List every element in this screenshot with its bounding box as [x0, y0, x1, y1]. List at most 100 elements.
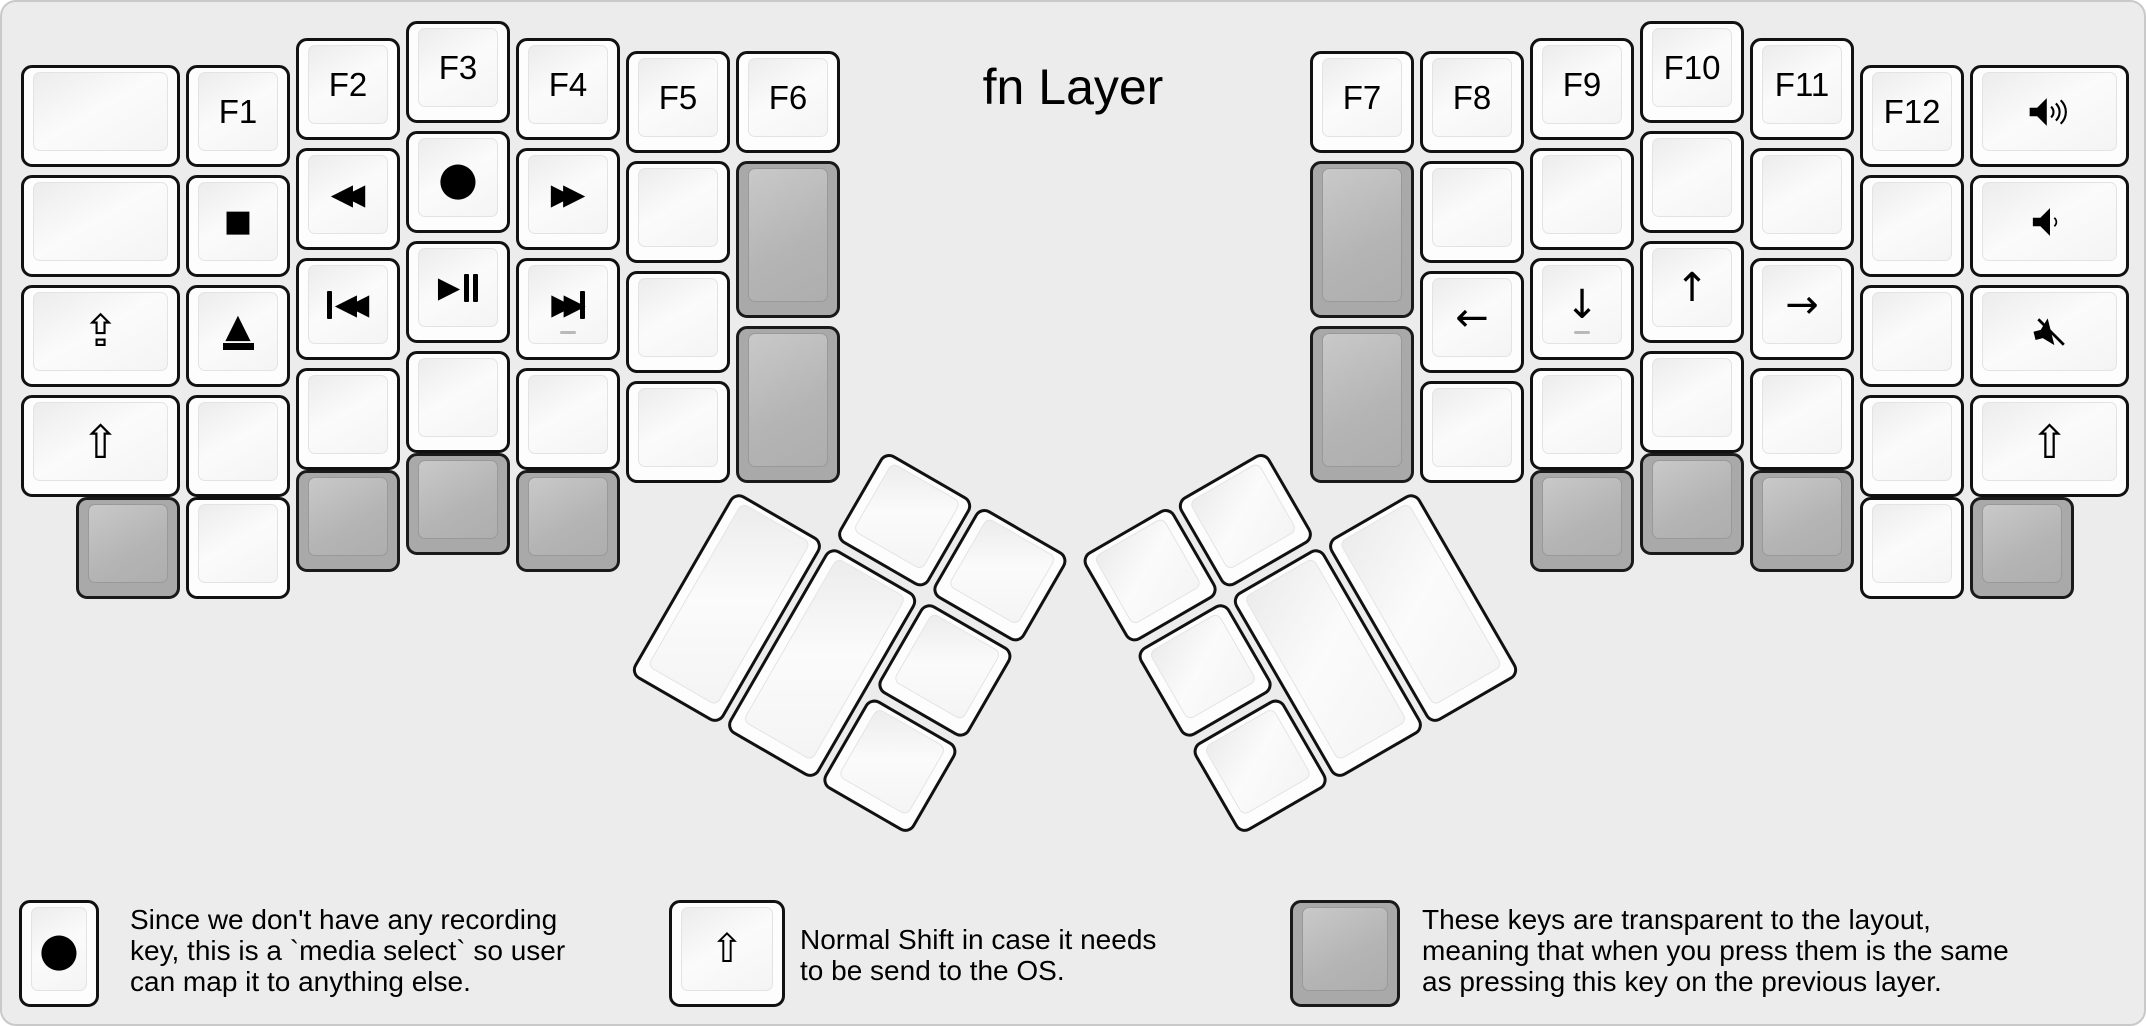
legend-transparent-text: These keys are transparent to the layout…	[1422, 904, 2009, 997]
key-mute[interactable]	[1970, 285, 2129, 387]
key-label: F6	[768, 78, 808, 116]
key-blank[interactable]	[1640, 131, 1744, 233]
key-right[interactable]: →	[1750, 258, 1854, 360]
key-label: F8	[1452, 78, 1492, 116]
volume-up-icon	[2029, 97, 2067, 126]
key-left[interactable]: ←	[1420, 271, 1524, 373]
layer-title: fn Layer	[982, 59, 1164, 115]
key-blank[interactable]	[626, 161, 730, 263]
arrow-up-icon: ↑	[1675, 264, 1709, 311]
key-transparent[interactable]	[1640, 453, 1744, 555]
key-record[interactable]: ●	[406, 131, 510, 233]
key-transparent[interactable]	[516, 470, 620, 572]
key-caps[interactable]: ⇪	[21, 285, 180, 387]
shift-icon: ⇧	[2030, 414, 2069, 469]
key-stop[interactable]: ■	[186, 175, 290, 277]
key-playpause[interactable]: ▶	[406, 241, 510, 343]
homing-bar	[1574, 331, 1590, 334]
key-blank[interactable]	[406, 351, 510, 453]
next-track-icon: ▶▶	[551, 290, 586, 319]
volume-down-icon	[2032, 207, 2057, 236]
arrow-right-icon: →	[1785, 281, 1819, 328]
key-ffwd[interactable]: ▶▶	[516, 148, 620, 250]
legend-record: ● Since we don't have any recording key,…	[19, 900, 565, 1007]
key-blank[interactable]	[21, 65, 180, 167]
key-transparent[interactable]	[1530, 470, 1634, 572]
key-eject[interactable]: ▲	[186, 285, 290, 387]
key-label: F2	[328, 65, 368, 103]
key-transparent[interactable]	[296, 470, 400, 572]
key-f3[interactable]: F3	[406, 21, 510, 123]
previous-track-icon: ◀◀	[326, 290, 370, 319]
shift-icon: ⇧	[710, 926, 744, 972]
eject-icon: ▲	[222, 309, 254, 350]
key-transparent[interactable]	[406, 453, 510, 555]
key-f9[interactable]: F9	[1530, 38, 1634, 140]
key-transparent[interactable]	[736, 326, 840, 483]
key-blank[interactable]	[1860, 497, 1964, 599]
legend-transparent: These keys are transparent to the layout…	[1290, 900, 2009, 1007]
arrow-left-icon: ←	[1455, 294, 1489, 341]
key-blank[interactable]	[1860, 175, 1964, 277]
key-down[interactable]: ↓	[1530, 258, 1634, 360]
key-transparent[interactable]	[1310, 161, 1414, 318]
key-shift[interactable]: ⇧	[21, 395, 180, 497]
key-f11[interactable]: F11	[1750, 38, 1854, 140]
key-blank[interactable]	[1530, 368, 1634, 470]
legend-record-text: Since we don't have any recording key, t…	[130, 904, 566, 997]
arrow-down-icon: ↓	[1565, 281, 1599, 328]
key-blank[interactable]	[516, 368, 620, 470]
key-blank[interactable]	[21, 175, 180, 277]
key-blank[interactable]	[1530, 148, 1634, 250]
mute-icon	[2033, 317, 2065, 346]
key-rewind[interactable]: ◀◀	[296, 148, 400, 250]
key-blank[interactable]	[296, 368, 400, 470]
key-blank[interactable]	[1750, 368, 1854, 470]
key-blank[interactable]	[626, 271, 730, 373]
key-transparent[interactable]	[1310, 326, 1414, 483]
key-up[interactable]: ↑	[1640, 241, 1744, 343]
play-pause-icon: ▶	[438, 273, 479, 302]
key-blank[interactable]	[626, 381, 730, 483]
key-label: F12	[1883, 92, 1941, 130]
key-f2[interactable]: F2	[296, 38, 400, 140]
key-f6[interactable]: F6	[736, 51, 840, 153]
key-f1[interactable]: F1	[186, 65, 290, 167]
key-transparent[interactable]	[1750, 470, 1854, 572]
key-voldown[interactable]	[1970, 175, 2129, 277]
legend-shift-text: Normal Shift in case it needs to be send…	[800, 924, 1157, 986]
fast-forward-icon: ▶▶	[550, 177, 585, 211]
key-f12[interactable]: F12	[1860, 65, 1964, 167]
key-f8[interactable]: F8	[1420, 51, 1524, 153]
key-blank[interactable]	[1860, 285, 1964, 387]
key-transparent[interactable]	[1970, 497, 2074, 599]
key-transparent[interactable]	[76, 497, 180, 599]
key-label: F5	[658, 78, 698, 116]
key-shift[interactable]: ⇧	[1970, 395, 2129, 497]
key-blank[interactable]	[1640, 351, 1744, 453]
key-prev[interactable]: ◀◀	[296, 258, 400, 360]
key-label: F3	[438, 48, 478, 86]
caps-lock-icon: ⇪	[82, 305, 119, 357]
key-f4[interactable]: F4	[516, 38, 620, 140]
key-blank[interactable]	[186, 497, 290, 599]
key-blank[interactable]	[1860, 395, 1964, 497]
key-transparent[interactable]	[736, 161, 840, 318]
key-volup[interactable]	[1970, 65, 2129, 167]
legend-shift: ⇧ Normal Shift in case it needs to be se…	[669, 900, 1156, 1007]
key-label: F10	[1663, 48, 1721, 86]
legend-transparent-key	[1290, 900, 1400, 1007]
key-f7[interactable]: F7	[1310, 51, 1414, 153]
key-blank[interactable]	[186, 395, 290, 497]
key-next[interactable]: ▶▶	[516, 258, 620, 360]
key-f5[interactable]: F5	[626, 51, 730, 153]
key-blank[interactable]	[1750, 148, 1854, 250]
key-f10[interactable]: F10	[1640, 21, 1744, 123]
record-icon: ●	[437, 150, 479, 205]
key-blank[interactable]	[1420, 381, 1524, 483]
homing-bar	[560, 331, 576, 334]
key-label: F7	[1342, 78, 1382, 116]
key-blank[interactable]	[1420, 161, 1524, 263]
